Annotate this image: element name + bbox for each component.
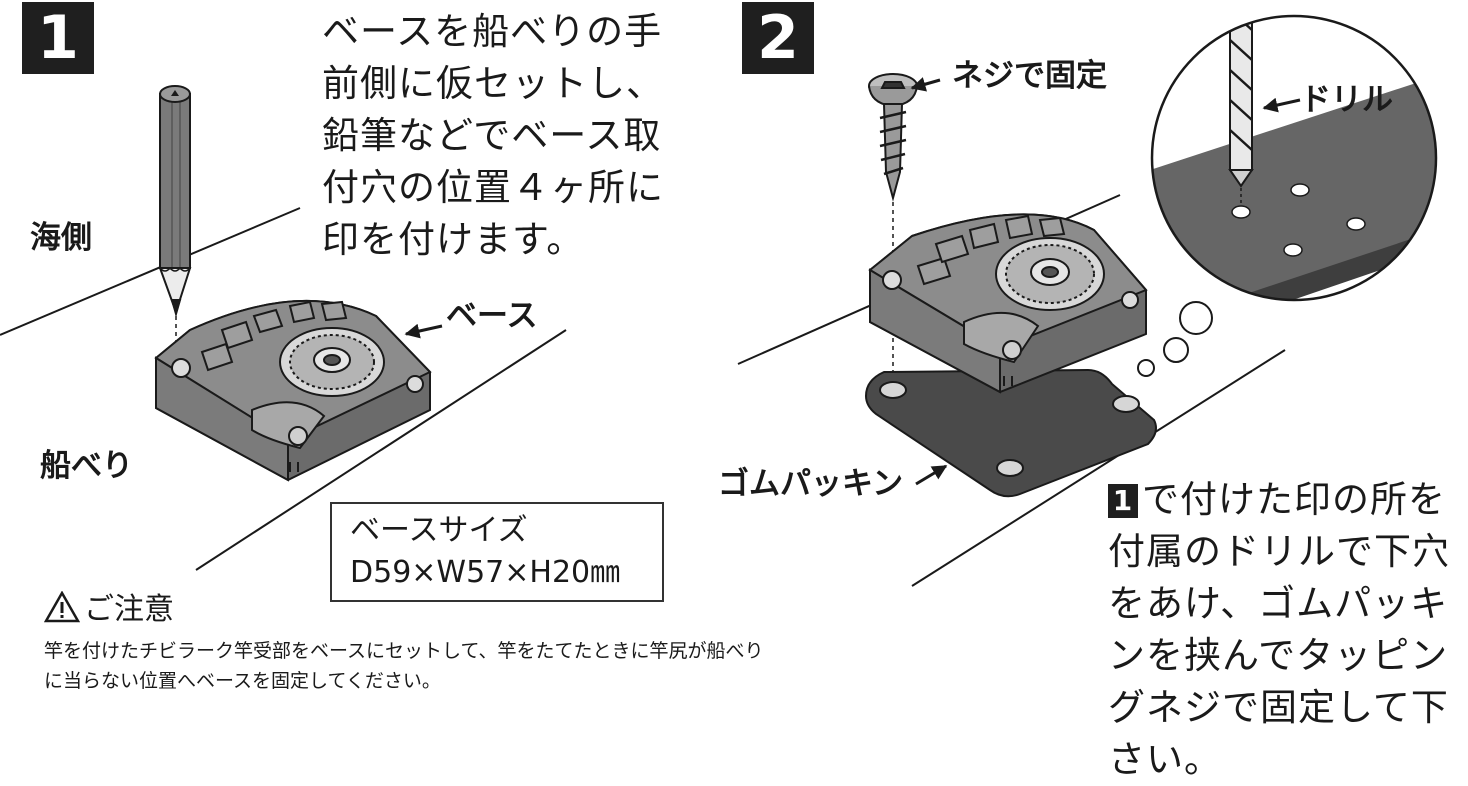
drill-zoom-circle — [1150, 0, 1468, 330]
step-1-badge: 1 — [22, 2, 94, 74]
base-label: ベース — [446, 298, 537, 334]
step-1-instruction: ベースを船べりの手前側に仮セットし、鉛筆などでベース取付穴の位置４ヶ所に印を付け… — [322, 6, 688, 266]
base-unit-step2 — [870, 214, 1146, 392]
gasket-label: ゴムパッキン — [718, 466, 903, 502]
gunwale-label: 船べり — [40, 448, 133, 484]
base-unit-step1 — [156, 301, 430, 480]
warning-icon — [44, 591, 80, 623]
drill-bit-icon — [1230, 0, 1252, 186]
base-size-dimensions: D59×W57×H20㎜ — [350, 552, 662, 594]
base-size-box: ベースサイズ D59×W57×H20㎜ — [330, 502, 664, 602]
base-size-title: ベースサイズ — [350, 510, 662, 552]
step-1-ref-badge: 1 — [1108, 484, 1138, 518]
caution-title: ご注意 — [84, 592, 174, 627]
pencil-icon — [160, 86, 190, 314]
drill-label: ドリル — [1300, 82, 1393, 118]
screw-icon — [869, 74, 917, 198]
sea-side-label: 海側 — [30, 220, 92, 256]
step-2-badge: 2 — [742, 2, 814, 74]
screw-label: ネジで固定 — [952, 58, 1107, 94]
zoom-bubbles — [1138, 302, 1212, 376]
caution-heading: ご注意 — [44, 590, 174, 630]
caution-text: 竿を付けたチビラーク竿受部をベースにセットして、竿をたてたときに竿尻が船べりに当… — [44, 636, 764, 696]
step-2-instruction-text: で付けた印の所を付属のドリルで下穴をあけ、ゴムパッキンを挟んでタッピングネジで固… — [1108, 478, 1450, 781]
